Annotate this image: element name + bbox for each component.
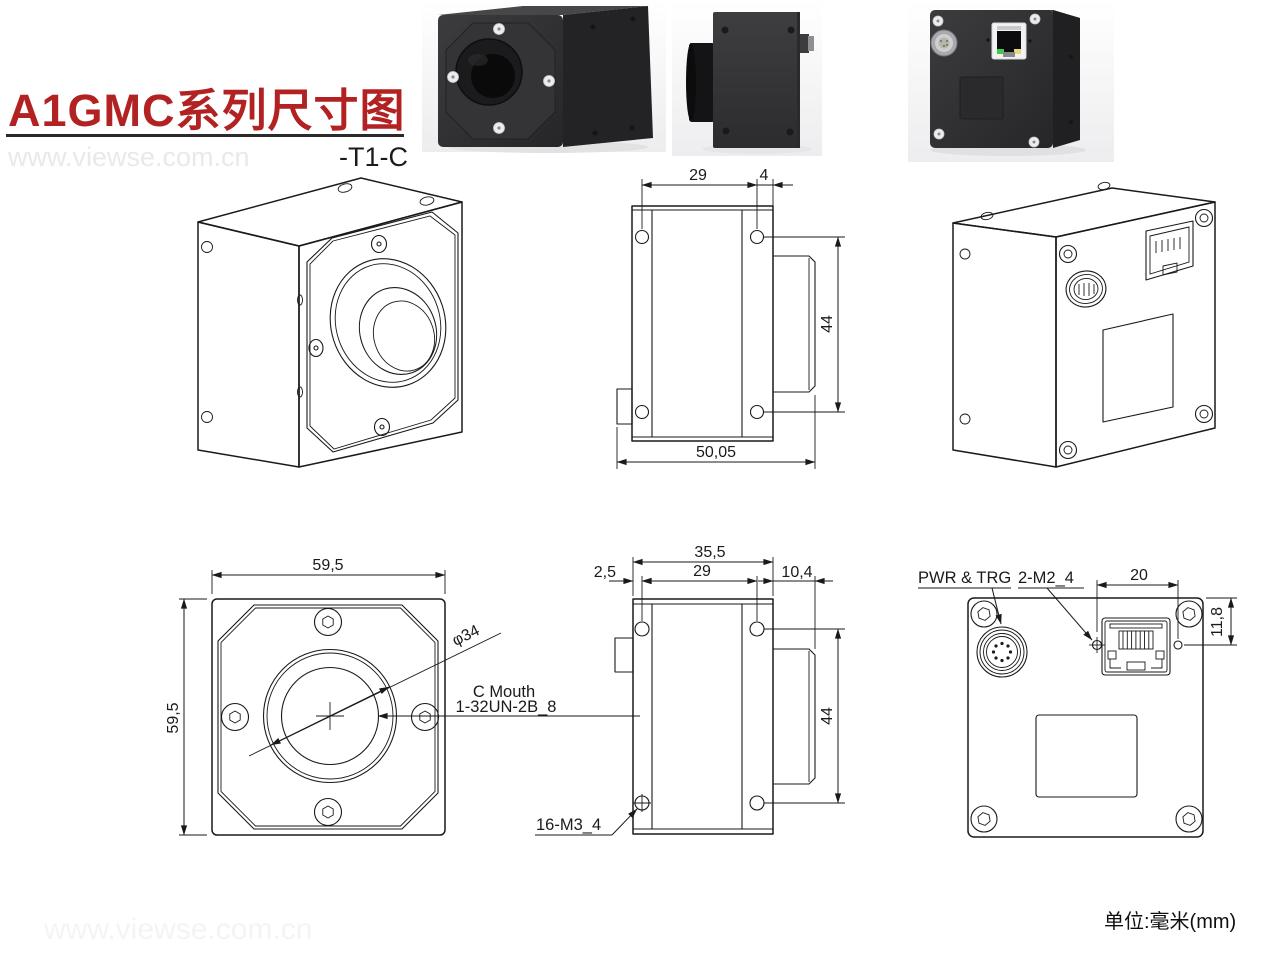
dim-width: 59,5 — [312, 557, 343, 574]
label-recess-outline — [1035, 714, 1138, 798]
act-led-amber — [1014, 49, 1021, 54]
ethernet-port — [986, 22, 1032, 60]
page-title: A1GMC系列尺寸图 — [8, 85, 406, 136]
iso-power-connector — [1065, 270, 1107, 308]
mount-label-line1: C Mouth — [473, 683, 535, 701]
photo-side-render — [672, 0, 822, 156]
dim-44: 44 — [819, 315, 836, 333]
pwr-trg-label: PWR & TRG — [918, 569, 1011, 587]
ethernet-port-outline — [1101, 617, 1171, 676]
label-recess — [959, 76, 1004, 120]
dim-29: 29 — [689, 167, 707, 184]
dim-2-5: 2,5 — [594, 564, 616, 581]
photo-front-render — [422, 0, 666, 153]
iso-back-drawing — [952, 181, 1216, 468]
dim-extension-lines — [179, 570, 446, 836]
dim-35-5: 35,5 — [694, 544, 725, 561]
dim-4: 4 — [760, 167, 769, 184]
dim-extension-lines — [632, 557, 845, 804]
photo-back-render — [908, 0, 1114, 162]
mount-label-line2: 1-32UN-2B_8 — [456, 698, 557, 716]
side-view-top-drawing: 29 4 44 50,05 — [616, 167, 845, 469]
dim-lens-diameter: φ34 — [450, 622, 483, 650]
dim-29: 29 — [693, 563, 711, 580]
front-view-drawing: 59,5 59,5 φ34 C Mouth 1-32UN-2B_8 — [165, 557, 640, 836]
side-view-bottom-drawing: 35,5 29 2,5 10,4 44 16-M3_4 — [535, 544, 845, 836]
variant-label: -T1-C — [339, 142, 408, 172]
iso-front-drawing — [197, 177, 463, 468]
iso-label-recess — [1102, 313, 1174, 423]
power-connector-outline — [976, 626, 1028, 678]
thread-label: 16-M3_4 — [536, 816, 601, 834]
dim-44: 44 — [819, 707, 836, 725]
dim-11-8: 11,8 — [1209, 607, 1226, 637]
dim-extension-lines — [616, 179, 845, 469]
link-led-green — [997, 49, 1004, 54]
iso-ethernet-port — [1145, 220, 1194, 281]
power-connector — [930, 29, 958, 57]
dim-50-05: 50,05 — [696, 444, 736, 461]
back-panel-drawing: 20 11,8 PWR & TRG 2-M2_4 — [918, 567, 1237, 838]
unit-note: 单位:毫米(mm) — [1104, 911, 1237, 933]
dim-10-4: 10,4 — [781, 564, 812, 581]
side-connector-stub — [800, 34, 809, 53]
m2-screw-label: 2-M2_4 — [1018, 569, 1074, 587]
dim-height: 59,5 — [165, 702, 182, 733]
dim-20: 20 — [1130, 567, 1148, 584]
title-underline — [6, 134, 404, 137]
